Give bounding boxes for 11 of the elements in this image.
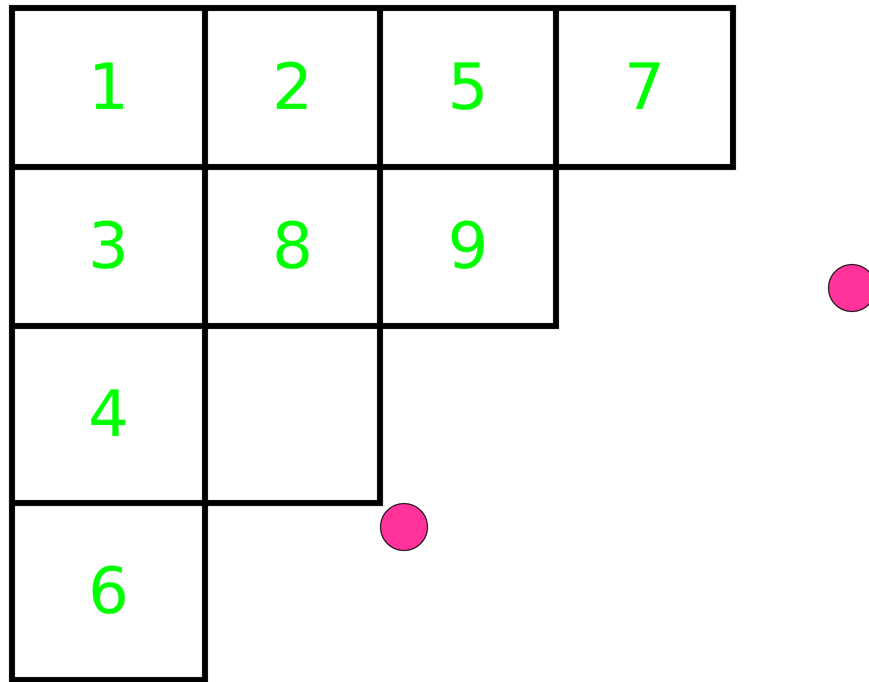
cell-number: 1 [88, 56, 129, 120]
cell-number: 9 [448, 214, 488, 278]
cell-number: 5 [448, 56, 488, 120]
cell-number: 4 [88, 382, 129, 446]
cell-number: 2 [272, 56, 313, 120]
dot [380, 503, 428, 551]
cell-number: 8 [272, 214, 313, 278]
dot [828, 264, 869, 312]
cell-number: 3 [88, 214, 129, 278]
cell-number: 6 [88, 560, 129, 624]
cell-number: 7 [624, 56, 665, 120]
